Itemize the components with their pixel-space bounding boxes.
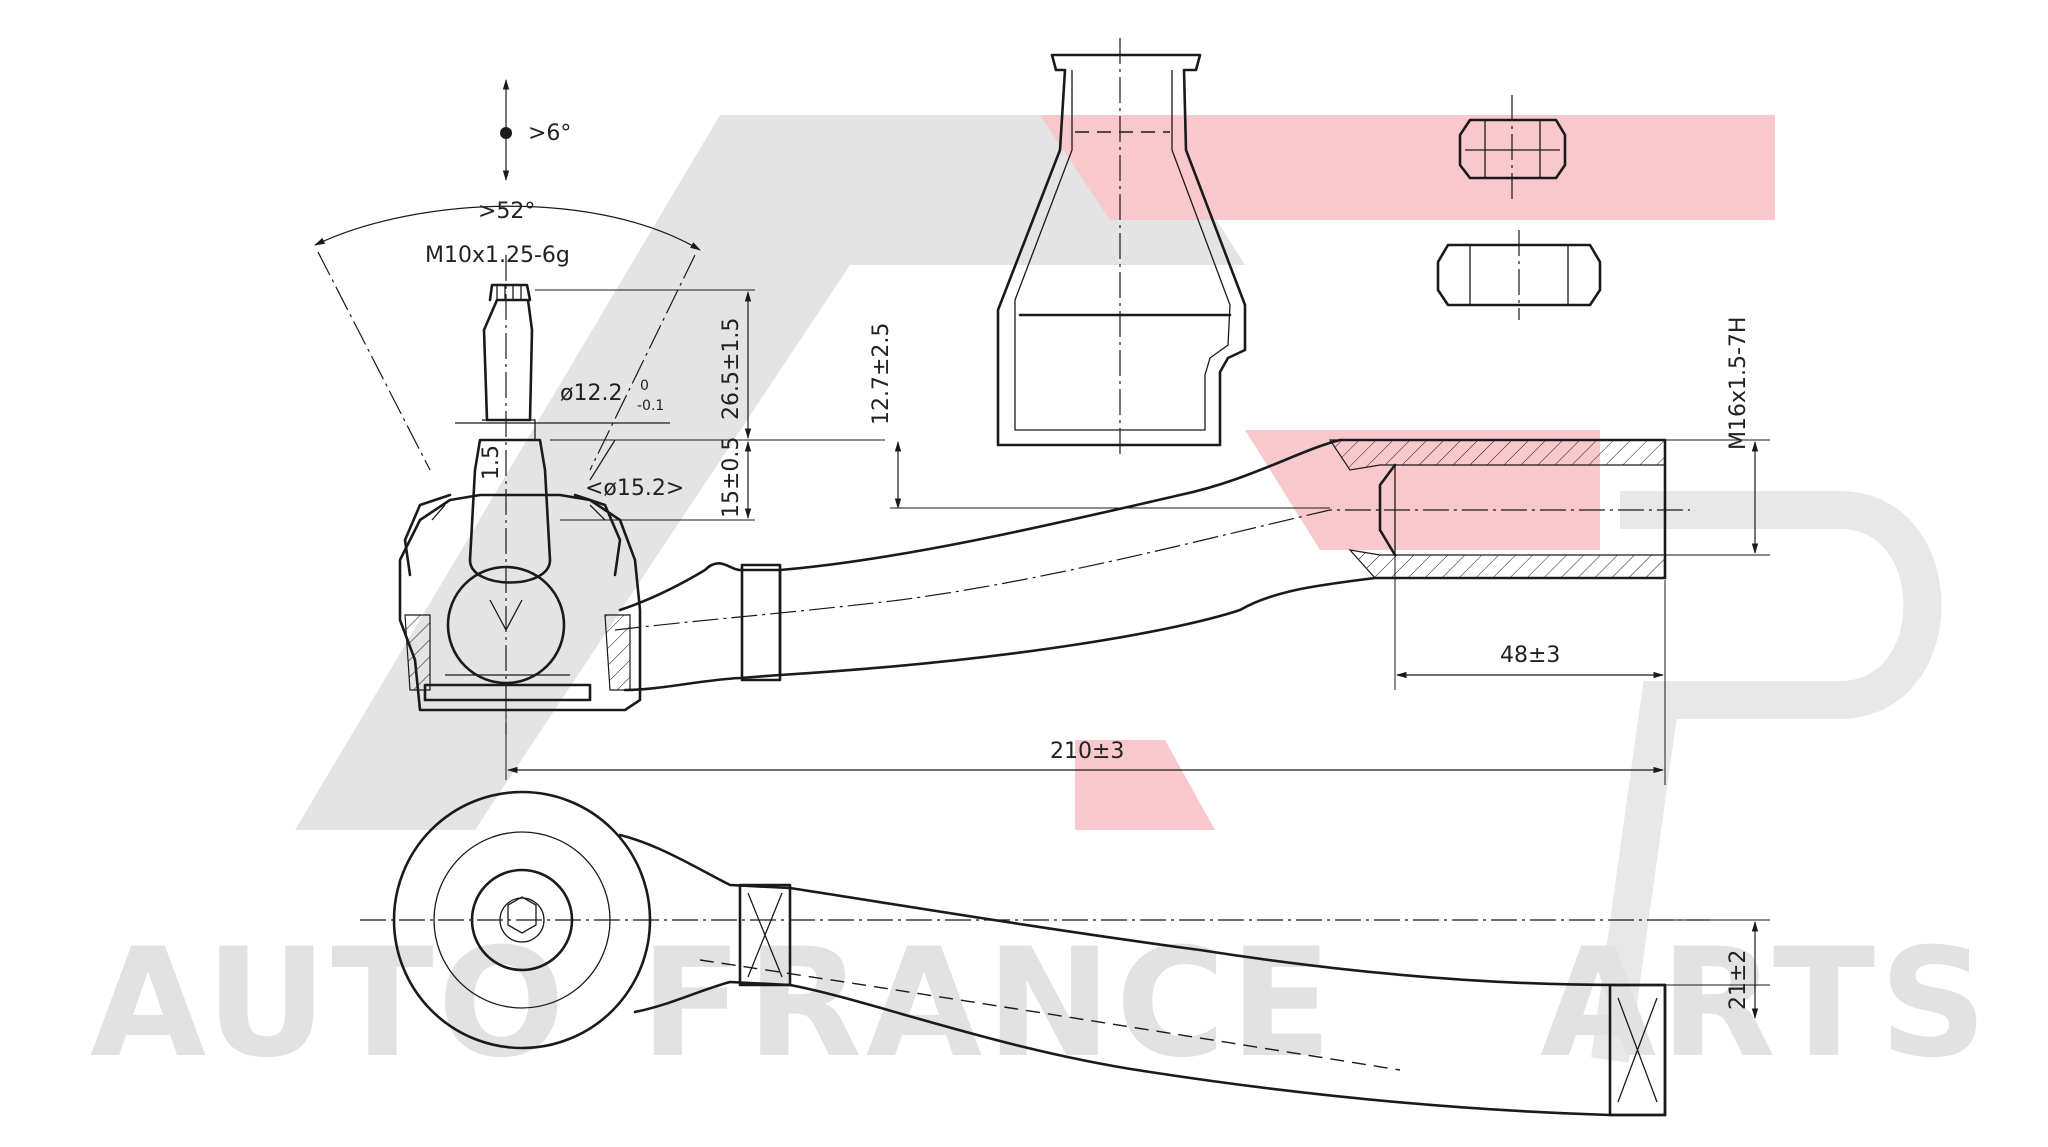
- taper-tol-upper: 0: [640, 378, 649, 394]
- watermark-red-band-top: [1040, 115, 1775, 220]
- inner-thread-label: M16x1.5-7H: [1726, 317, 1751, 450]
- watermark-letter-p: [1591, 491, 1942, 1063]
- thread-depth-label: 48±3: [1500, 643, 1560, 668]
- watermark: AUTO FRANCE ARTS: [90, 115, 1991, 1091]
- tilt-angle-label: >6°: [528, 121, 571, 146]
- dust-boot-view: [996, 38, 1247, 455]
- watermark-text-auto: AUTO: [90, 917, 569, 1091]
- taper-tol-lower: -0.1: [637, 398, 664, 414]
- watermark-red-block: [1075, 740, 1215, 830]
- taper-dia-label: ø12.2: [560, 381, 622, 406]
- swivel-angle-label: >52°: [478, 199, 535, 224]
- stud-thread-label: M10x1.25-6g: [425, 243, 570, 268]
- taper-length-label: 1.5: [479, 445, 504, 480]
- boot-dia-label: <ø15.2>: [585, 476, 684, 501]
- stud-height-label: 26.5±1.5: [719, 318, 744, 420]
- seat-height-label: 15±0.5: [719, 437, 744, 518]
- offset-height-label: 12.7±2.5: [869, 323, 894, 425]
- watermark-text-arts: ARTS: [1540, 917, 1991, 1091]
- tie-rod-top-view: [360, 790, 1710, 1117]
- tie-rod-side-view: [398, 255, 1690, 735]
- nut-small: [1458, 95, 1567, 200]
- overall-length-label: 210±3: [1050, 739, 1124, 764]
- dimension-lines: [314, 78, 1770, 1020]
- nut-large: [1436, 230, 1602, 320]
- watermark-letter-a-inner: [560, 270, 1030, 830]
- wrench-flat-label: 21±2: [1726, 950, 1751, 1010]
- watermark-letter-a: [295, 115, 1245, 830]
